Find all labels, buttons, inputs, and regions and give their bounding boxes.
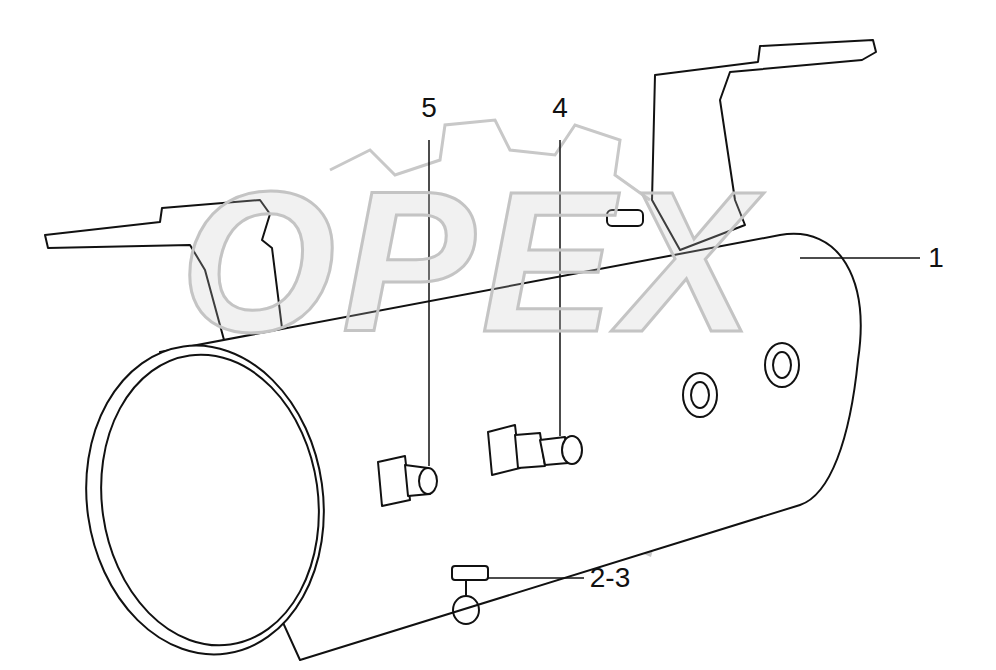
drain-valve [452,566,488,580]
tank-end-rim [83,340,338,659]
callout-number: 2-3 [590,564,630,592]
callout-number: 5 [421,94,437,122]
tank-end-cap [67,330,344,670]
plug-bore [773,352,791,378]
leader-line [488,577,584,579]
nut [378,456,410,506]
callout-number: 4 [552,94,568,122]
leader-line [800,257,920,259]
plug-bore [691,382,709,408]
drain-ring [453,596,479,624]
callout-number: 1 [928,244,944,272]
fitting-end [419,468,437,494]
drain-stem [465,580,467,596]
nut [488,425,520,475]
plug [765,343,799,387]
watermark: OPEX [180,162,760,362]
plug [683,373,717,417]
fitting-end [562,436,582,464]
fitting-body [515,433,545,468]
